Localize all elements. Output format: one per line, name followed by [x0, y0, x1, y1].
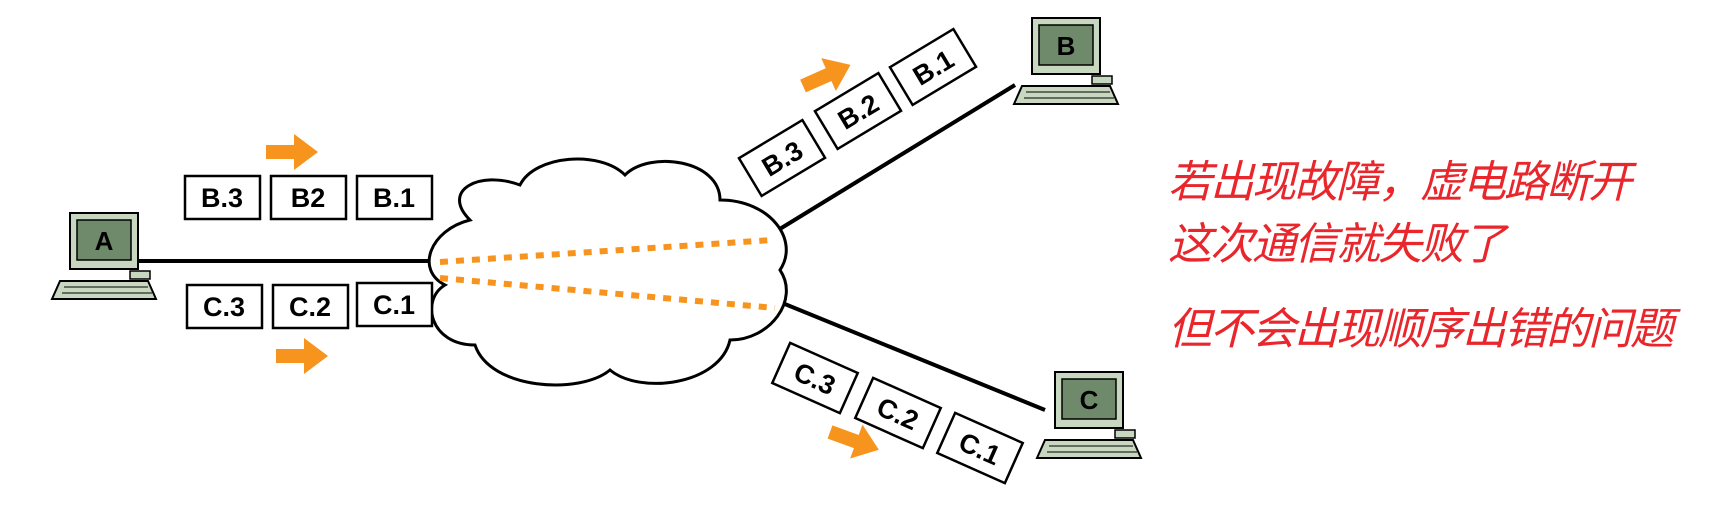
packet-label: B2	[291, 183, 326, 213]
packet-row-c-right: C.3 C.2 C.1	[770, 341, 1025, 485]
packet-label: C.2	[289, 292, 331, 322]
packet-box: C.2	[271, 283, 350, 330]
packet-box: C.3	[185, 283, 264, 330]
direction-arrow-icon	[827, 424, 879, 459]
annotation-line-3: 但不会出现顺序出错的问题	[1168, 304, 1674, 355]
link-cloud-b	[768, 83, 1017, 237]
packet-box: C.3	[770, 341, 860, 415]
packet-box: C.2	[853, 376, 943, 450]
computer-b: B	[1012, 17, 1120, 105]
annotation-line-1: 若出现故障，虚电路断开	[1168, 157, 1632, 208]
packet-box: B.2	[813, 71, 903, 151]
packet-row-b-right: B.3 B.2 B.1	[737, 27, 978, 198]
computer-a: A	[50, 212, 158, 300]
packet-row-ab-left: B.3 B2 B.1	[183, 174, 434, 221]
host-label-c: C	[1080, 385, 1099, 415]
network-cloud	[427, 157, 788, 387]
host-label-a: A	[95, 226, 114, 256]
annotation-line-2: 这次通信就失败了	[1168, 219, 1506, 270]
packet-box: C.1	[355, 281, 434, 328]
packet-label: C.3	[203, 292, 245, 322]
direction-arrow-icon	[800, 58, 851, 93]
packet-label: C.1	[373, 290, 415, 320]
packet-box: C.1	[935, 411, 1025, 485]
packet-box: B.3	[183, 174, 262, 221]
packet-label: B.1	[373, 183, 415, 213]
packet-box: B2	[269, 174, 348, 221]
packet-row-ac-left: C.3 C.2 C.1	[185, 281, 434, 330]
link-cloud-c	[774, 298, 1046, 412]
virtual-circuit-b	[439, 237, 773, 265]
packet-label: B.3	[201, 183, 243, 213]
packet-box: B.1	[888, 27, 978, 107]
packet-box: B.3	[737, 118, 827, 198]
direction-arrow-icon	[276, 338, 328, 374]
computer-c: C	[1035, 371, 1143, 459]
direction-arrow-icon	[266, 134, 318, 170]
packet-box: B.1	[355, 174, 434, 221]
host-label-b: B	[1057, 31, 1076, 61]
